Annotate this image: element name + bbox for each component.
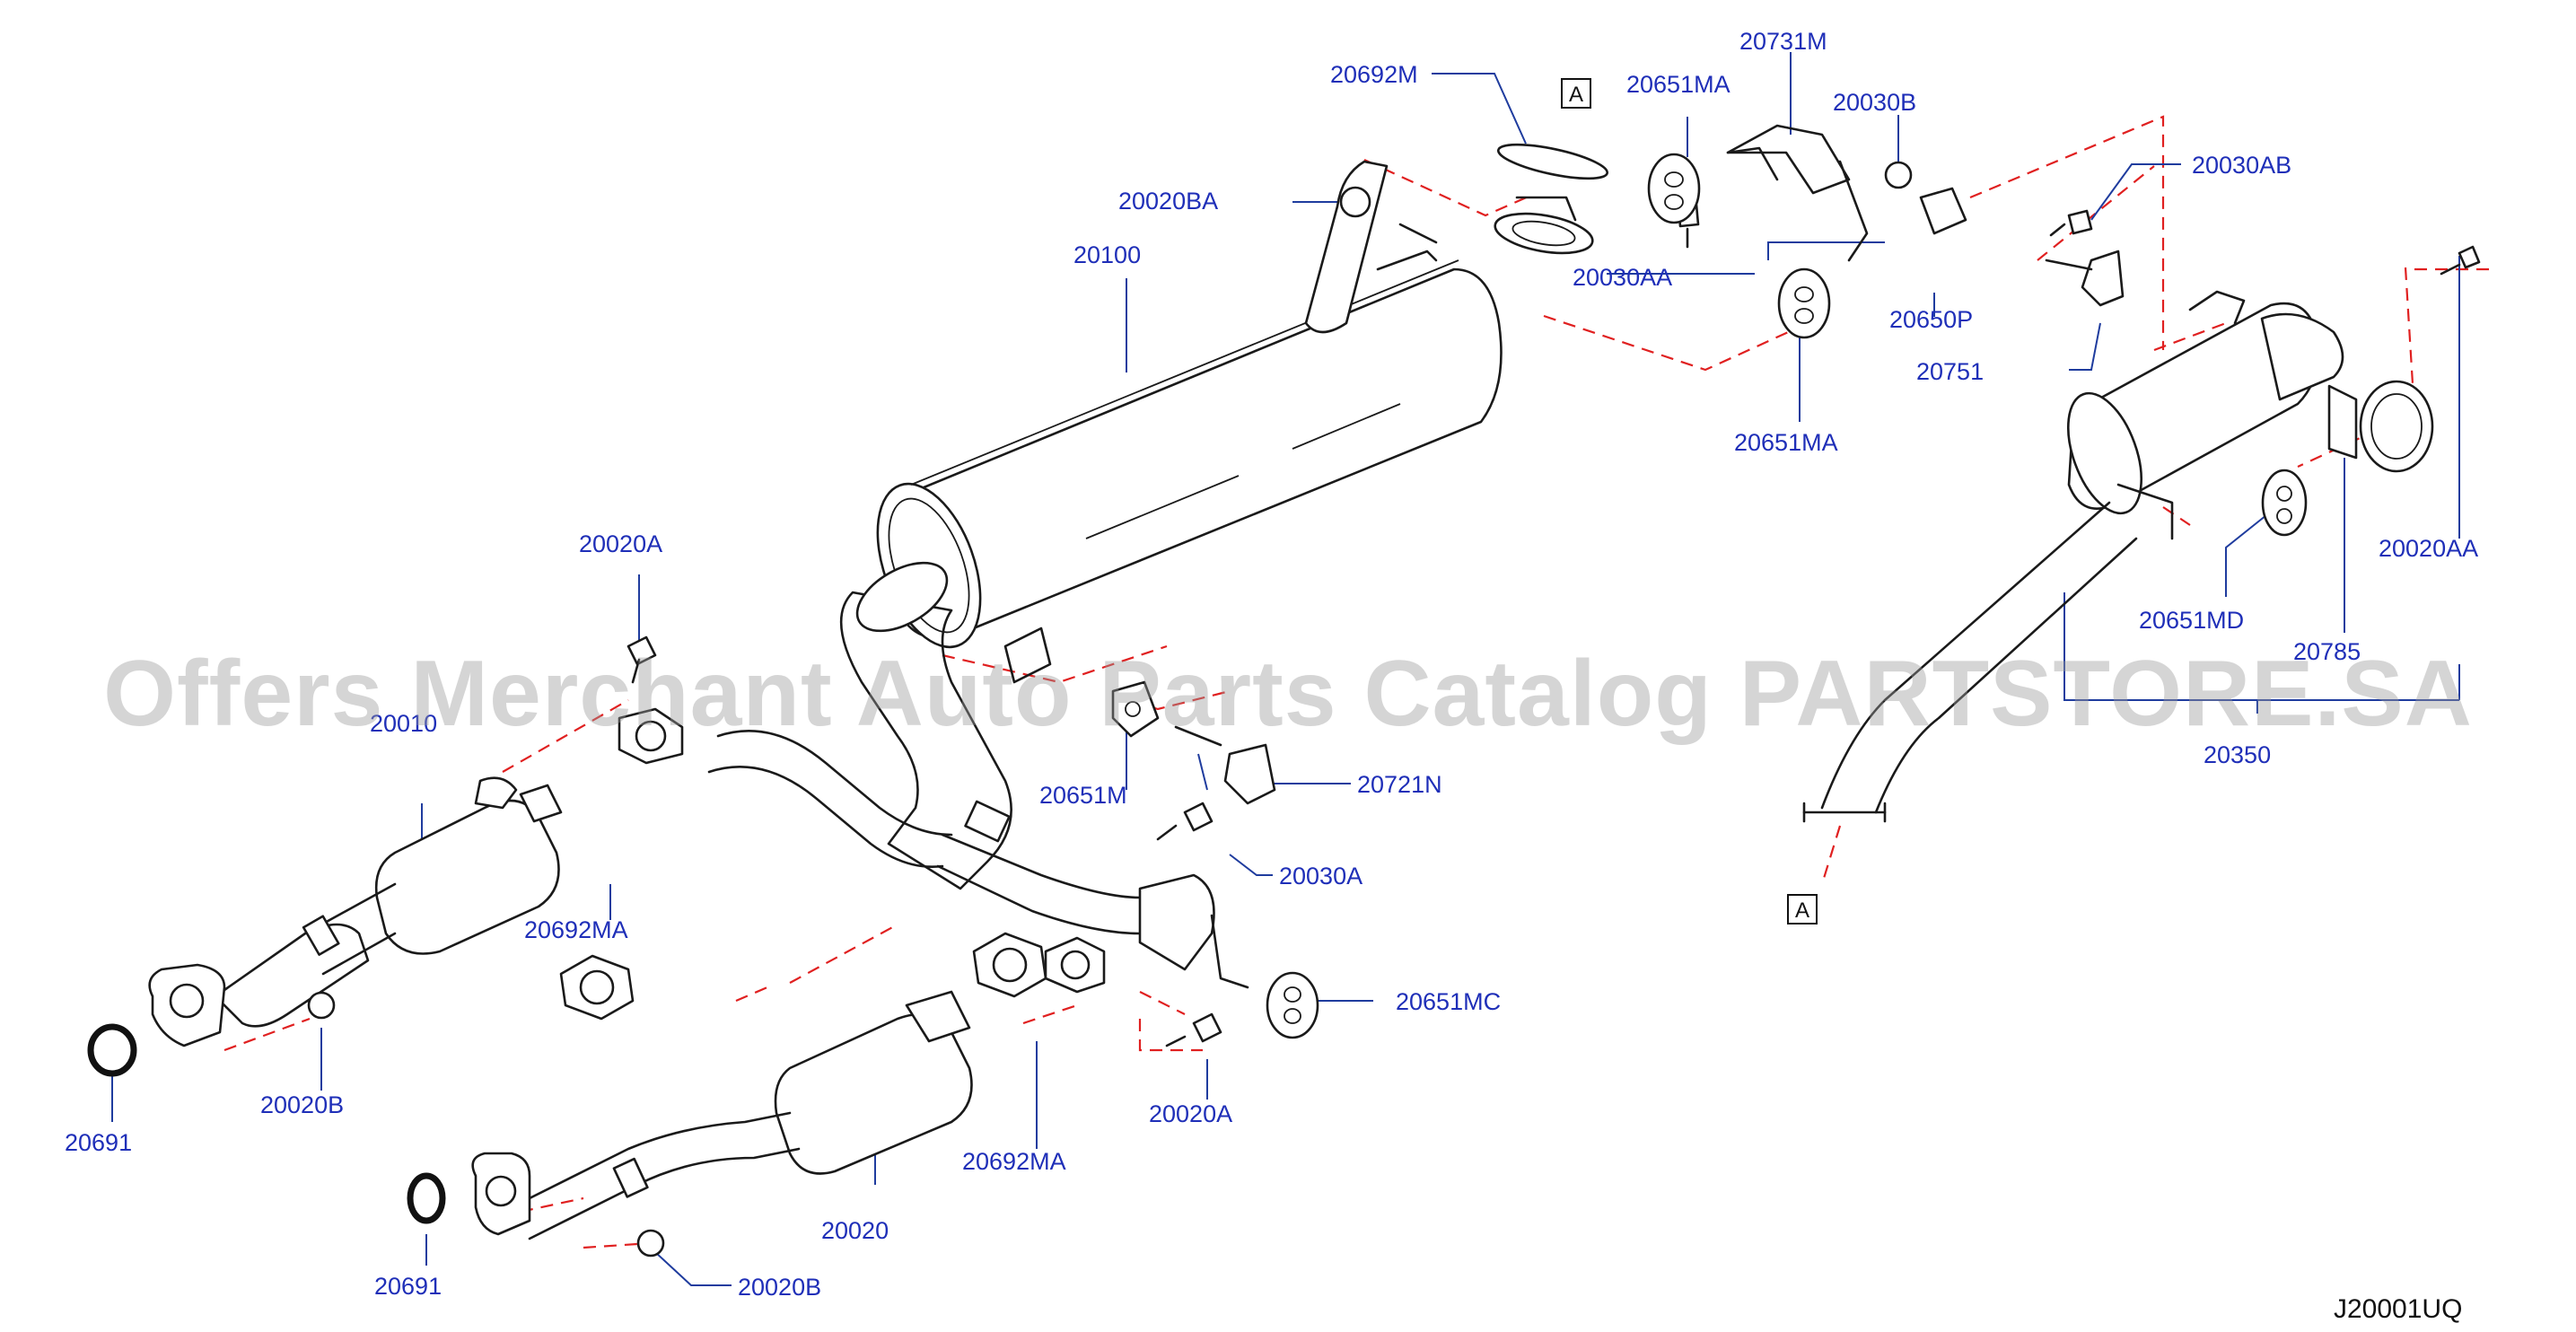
- label-20721N[interactable]: 20721N: [1357, 771, 1442, 798]
- o-ring-seals[interactable]: [87, 1023, 446, 1224]
- front-y-pipe-part[interactable]: [707, 549, 1249, 989]
- label-20100[interactable]: 20100: [1073, 241, 1141, 268]
- label-20691-top[interactable]: 20691: [65, 1129, 132, 1156]
- label-20030AA[interactable]: 20030AA: [1573, 264, 1672, 291]
- label-20651MD[interactable]: 20651MD: [2139, 607, 2244, 634]
- label-20651MC[interactable]: 20651MC: [1396, 988, 1501, 1015]
- label-20692M[interactable]: 20692M: [1330, 61, 1418, 88]
- label-20651MA-top[interactable]: 20651MA: [1626, 71, 1730, 98]
- label-20020A-top[interactable]: 20020A: [579, 530, 662, 557]
- reference-marker-top-label: A: [1569, 83, 1583, 107]
- label-20691-bottom[interactable]: 20691: [374, 1273, 442, 1300]
- rubber-hangers[interactable]: [1111, 153, 2308, 1039]
- front-catalytic-converter-part[interactable]: [148, 776, 563, 1047]
- reference-marker-top: A: [1561, 78, 1591, 109]
- label-20030A[interactable]: 20030A: [1279, 863, 1362, 889]
- reference-marker-bottom-label: A: [1795, 898, 1809, 923]
- diagram-code: J20001UQ: [2334, 1294, 2462, 1324]
- leader-lines: [111, 52, 2460, 1286]
- part-number-labels: 20692M 20731M 20651MA 20030B 20020BA 200…: [65, 28, 2478, 1301]
- flange-gaskets[interactable]: [559, 137, 1610, 1021]
- assembly-guide-lines: [161, 115, 2495, 1249]
- label-20692MA-bottom[interactable]: 20692MA: [962, 1148, 1066, 1175]
- watermark-text: Offers Merchant Auto Parts Catalog PARTS…: [103, 642, 2473, 746]
- label-20751[interactable]: 20751: [1916, 358, 1984, 385]
- label-20650P[interactable]: 20650P: [1889, 306, 1973, 333]
- label-20350[interactable]: 20350: [2204, 741, 2271, 768]
- rear-catalytic-converter-part[interactable]: [471, 990, 973, 1240]
- label-20020AA[interactable]: 20020AA: [2379, 535, 2478, 562]
- label-20785[interactable]: 20785: [2293, 638, 2361, 665]
- label-20020[interactable]: 20020: [821, 1217, 889, 1244]
- label-20010[interactable]: 20010: [370, 710, 437, 737]
- label-20731M[interactable]: 20731M: [1739, 28, 1827, 55]
- reference-marker-bottom: A: [1787, 894, 1818, 925]
- label-20030B[interactable]: 20030B: [1833, 89, 1916, 116]
- label-20651MA-bottom[interactable]: 20651MA: [1734, 429, 1838, 456]
- label-20020B-top[interactable]: 20020B: [260, 1091, 344, 1118]
- label-20020B-bottom[interactable]: 20020B: [738, 1274, 821, 1301]
- label-20692MA-top[interactable]: 20692MA: [524, 916, 628, 943]
- label-20651M[interactable]: 20651M: [1039, 782, 1127, 809]
- label-20030AB[interactable]: 20030AB: [2192, 152, 2291, 179]
- rear-muffler-part[interactable]: [1802, 290, 2434, 823]
- label-20020BA[interactable]: 20020BA: [1118, 188, 1218, 215]
- main-muffler-part[interactable]: [858, 160, 1596, 661]
- mounting-brackets[interactable]: [1174, 124, 2358, 805]
- label-20020A-bottom[interactable]: 20020A: [1149, 1100, 1232, 1127]
